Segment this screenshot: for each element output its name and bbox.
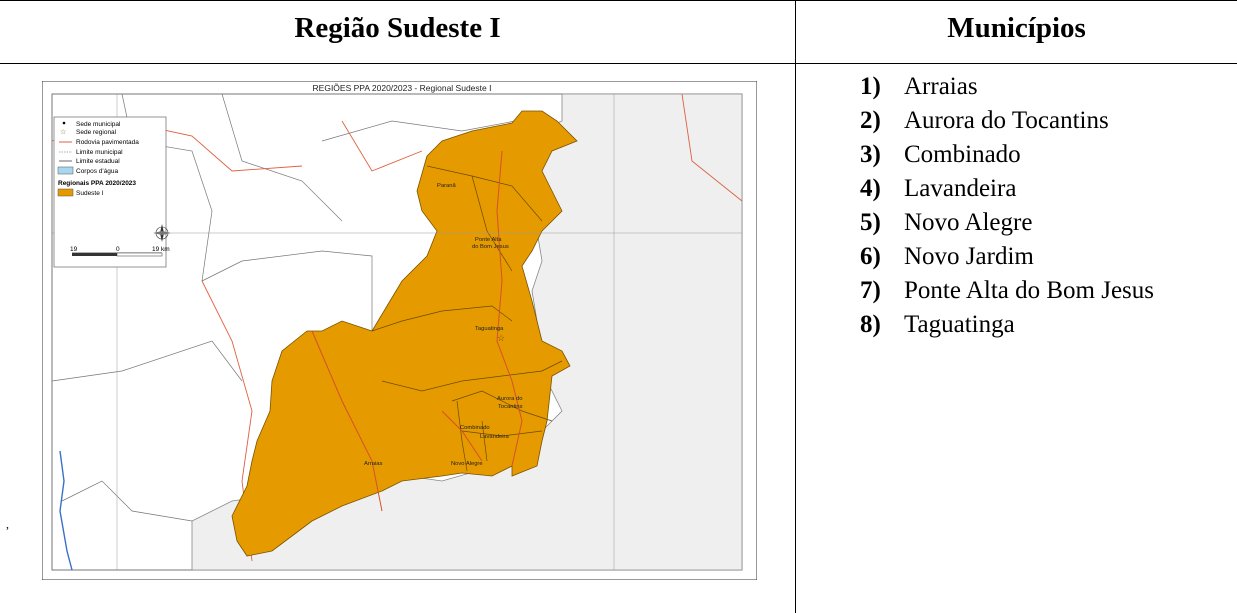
map-title: REGIÕES PPA 2020/2023 - Regional Sudeste… <box>313 83 492 93</box>
municipio-number: 6) <box>860 243 881 270</box>
town-labels: Paranã Ponte Alta do Bom Jesus Taguating… <box>364 183 523 467</box>
municipio-item: 5) Novo Alegre <box>860 206 1154 240</box>
municipio-name: Taguatinga <box>904 311 1015 338</box>
region-symbol <box>57 188 74 197</box>
municipio-name: Aurora do Tocantins <box>904 107 1109 134</box>
legend-limite-municipal: Limite municipal <box>76 149 123 156</box>
region-map: REGIÕES PPA 2020/2023 - Regional Sudeste… <box>42 81 757 580</box>
town-aurora-1: Aurora do <box>497 396 522 402</box>
table-top-border <box>0 0 1237 1</box>
municipio-name: Novo Alegre <box>904 209 1033 236</box>
legend-rodovia: Rodovia pavimentada <box>76 139 139 146</box>
town-lavandeira: Lavandeira <box>480 434 509 440</box>
legend-sudeste: Sudeste I <box>76 190 104 197</box>
municipio-item: 2) Aurora do Tocantins <box>860 104 1154 138</box>
scale-left-label: 19 <box>70 246 78 253</box>
municipio-item: 8) Taguatinga <box>860 308 1154 342</box>
regional-roads <box>311 150 523 512</box>
municipio-number: 3) <box>860 141 881 168</box>
municipio-number: 8) <box>860 311 881 338</box>
internal-municipal-lines <box>371 165 563 472</box>
town-combinado: Combinado <box>460 425 490 431</box>
star-icon: ☆ <box>497 333 505 343</box>
municipio-name: Ponte Alta do Bom Jesus <box>904 277 1155 304</box>
town-taguatinga: Taguatinga <box>475 326 504 332</box>
sudeste-region-shape <box>231 110 578 557</box>
municipio-number: 5) <box>860 209 881 236</box>
town-parana: Paranã <box>437 183 456 189</box>
municipio-item: 4) Lavandeira <box>860 172 1154 206</box>
municipio-item: 7) Ponte Alta do Bom Jesus <box>860 274 1154 308</box>
municipio-number: 4) <box>860 175 881 202</box>
legend-corpos-agua: Corpos d'água <box>76 168 118 175</box>
scale-mid-label: 0 <box>116 246 120 253</box>
town-aurora-2: Tocantins <box>498 404 523 410</box>
scale-bar-segment <box>72 253 117 256</box>
municipio-name: Novo Jardim <box>904 243 1034 270</box>
town-novo-alegre: Novo Alegre <box>451 461 483 467</box>
town-ponte-alta-2: do Bom Jesus <box>472 244 509 250</box>
river <box>59 450 73 571</box>
municipios-list: 1) Arraias 2) Aurora do Tocantins 3) Combinad… <box>860 70 1154 342</box>
legend-limite-estadual: Limite estadual <box>76 158 120 165</box>
municipio-number: 7) <box>860 277 881 304</box>
compass-rose-icon <box>153 224 171 242</box>
town-arraias: Arraias <box>364 461 382 467</box>
water-symbol <box>57 166 74 175</box>
left-column-header: Região Sudeste I <box>294 12 501 44</box>
stray-mark: , <box>6 517 9 531</box>
star-icon: ☆ <box>60 128 66 136</box>
scale-bar-segment <box>116 252 163 257</box>
town-ponte-alta-1: Ponte Alta <box>475 237 502 243</box>
legend-sede-regional: Sede regional <box>76 129 117 136</box>
municipio-number: 1) <box>860 73 881 100</box>
scale-right-label: 19 km <box>152 246 170 253</box>
table-column-divider <box>795 0 796 613</box>
legend-section-title: Regionais PPA 2020/2023 <box>58 180 136 187</box>
municipio-item: 1) Arraias <box>860 70 1154 104</box>
municipio-name: Lavandeira <box>904 175 1017 202</box>
municipio-item: 3) Combinado <box>860 138 1154 172</box>
map-legend: Sede municipal ☆ Sede regional Rodovia p… <box>53 116 171 268</box>
municipio-number: 2) <box>860 107 881 134</box>
municipio-name: Combinado <box>904 141 1021 168</box>
municipio-name: Arraias <box>904 73 978 100</box>
sede-municipal-symbol <box>62 121 66 125</box>
right-column-header: Municípios <box>947 12 1086 44</box>
municipio-item: 6) Novo Jardim <box>860 240 1154 274</box>
legend-sede-municipal: Sede municipal <box>76 121 121 128</box>
table-header-divider <box>0 63 1237 64</box>
